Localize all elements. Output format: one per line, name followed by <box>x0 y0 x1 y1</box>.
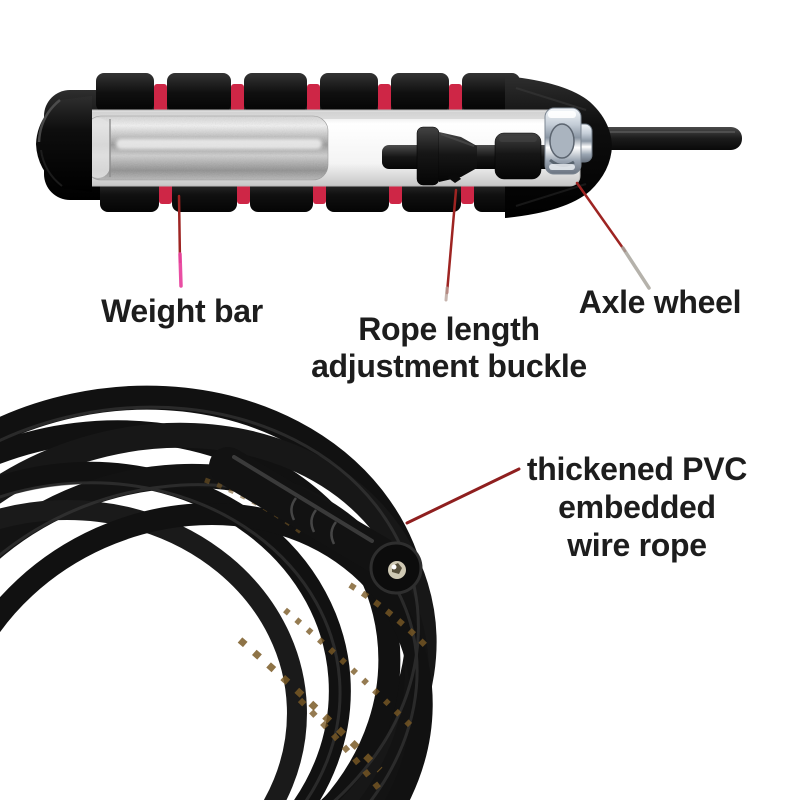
leader-line-weight-bar-tip <box>178 252 183 288</box>
rope-cut-end <box>209 447 423 595</box>
leader-line-axle-wheel <box>575 181 627 253</box>
label-rope-length-adjustment-buckle: Rope length adjustment buckle <box>311 311 587 384</box>
wire-rope-coil-graphic <box>0 385 437 800</box>
label-thickened-pvc-wire-rope: thickened PVC embedded wire rope <box>526 451 748 563</box>
gold-braid-glints <box>204 477 428 792</box>
adjustment-buckle-graphic <box>416 126 542 186</box>
leader-line-axle-wheel-tip <box>621 246 651 290</box>
handle-end-cap <box>36 96 92 192</box>
rope-graphic <box>592 127 742 150</box>
leader-line-wire-rope <box>405 467 521 525</box>
grip-ridges-top <box>96 73 520 112</box>
weight-bar-graphic <box>85 115 329 181</box>
label-weight-bar: Weight bar <box>101 293 263 329</box>
label-axle-wheel: Axle wheel <box>578 284 742 320</box>
handle-graphic <box>36 73 742 218</box>
axle-wheel-graphic <box>544 107 593 175</box>
leader-line-buckle-tip <box>444 286 449 302</box>
leader-line-weight-bar <box>177 194 182 264</box>
leader-line-buckle <box>445 188 458 295</box>
annotation-lines <box>177 181 651 525</box>
